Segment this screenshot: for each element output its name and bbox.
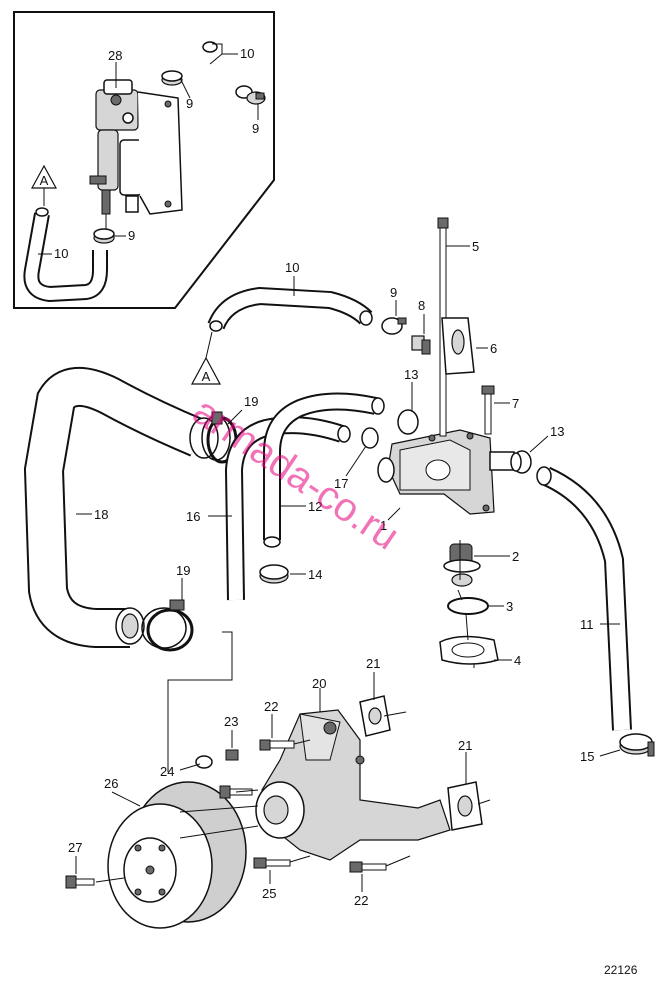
- callout-11: 11: [580, 617, 594, 632]
- inset-callout-10-lower: 10: [54, 246, 68, 261]
- inset-callout-10-upper: 10: [240, 46, 254, 61]
- inset-hose-lower: [23, 207, 108, 303]
- hose-16: [224, 416, 351, 601]
- callout-10: 10: [285, 260, 299, 275]
- bolt-25: [253, 857, 291, 869]
- hose-11: [536, 466, 632, 731]
- callout-19-lower: 19: [176, 563, 190, 578]
- callout-20: 20: [312, 676, 326, 691]
- callout-17: 17: [334, 476, 348, 491]
- callout-23: 23: [224, 714, 238, 729]
- callout-22-lower: 22: [354, 893, 368, 908]
- callout-15: 15: [580, 749, 594, 764]
- inset-pump-assembly: [89, 79, 183, 230]
- callout-21-upper: 21: [366, 656, 380, 671]
- hose-clamp-9: [381, 317, 407, 335]
- inset-callout-9-lower: 9: [128, 228, 135, 243]
- assembly-guide-lines: [95, 540, 491, 883]
- reference-triangle-A: [190, 356, 222, 385]
- callout-labels: 5 6 7 8 9 10 11 12 13 13 14 15 16 17 18 …: [68, 239, 621, 908]
- washer-24: [195, 755, 213, 769]
- callout-22-upper: 22: [264, 699, 278, 714]
- inset-callout-28: 28: [108, 48, 122, 63]
- hose-clamp-15: [619, 733, 655, 757]
- callout-14: 14: [308, 567, 322, 582]
- pulley-26: [107, 781, 247, 929]
- callout-9: 9: [390, 285, 397, 300]
- callout-1: 1: [380, 518, 387, 533]
- callout-12: 12: [308, 499, 322, 514]
- callout-3: 3: [506, 599, 513, 614]
- inset-hose-clamp-right: [246, 91, 266, 105]
- callout-26: 26: [104, 776, 118, 791]
- water-pump-20: [255, 709, 451, 861]
- gasket-4: [439, 635, 499, 665]
- callout-13-left: 13: [404, 367, 418, 382]
- callout-25: 25: [262, 886, 276, 901]
- callout-7: 7: [512, 396, 519, 411]
- hose-10: [207, 286, 373, 332]
- inset-callout-9-right: 9: [252, 121, 259, 136]
- inset-callout-A: A: [40, 173, 49, 188]
- stud-22-lower: [349, 861, 387, 873]
- hose-clamp-19-lower: [141, 599, 194, 652]
- fitting-8: [411, 335, 431, 355]
- inset-callout-9-upper: 9: [186, 96, 193, 111]
- callout-24: 24: [160, 764, 174, 779]
- callout-A: A: [202, 369, 211, 384]
- thermostat-housing: [377, 429, 522, 515]
- callout-18: 18: [94, 507, 108, 522]
- callout-21-lower: 21: [458, 738, 472, 753]
- callout-27: 27: [68, 840, 82, 855]
- hose-clamp-14: [259, 564, 289, 584]
- callout-8: 8: [418, 298, 425, 313]
- callout-6: 6: [490, 341, 497, 356]
- callout-4: 4: [514, 653, 521, 668]
- figure-number: 22126: [604, 963, 638, 977]
- callout-5: 5: [472, 239, 479, 254]
- nut-23: [225, 749, 239, 761]
- hose-18: [23, 366, 219, 648]
- callout-2: 2: [512, 549, 519, 564]
- o-ring-3: [447, 597, 489, 615]
- hose-12: [263, 392, 385, 548]
- bolt-27: [65, 875, 95, 889]
- callout-16: 16: [186, 509, 200, 524]
- inset-detail: A 28 10 9 9 9 10: [13, 11, 275, 309]
- hose-clamp-17: [361, 427, 379, 449]
- bolt-7: [481, 385, 495, 435]
- bolt-22-upper: [259, 739, 295, 751]
- callout-19-upper: 19: [244, 394, 258, 409]
- thermostat-2: [443, 543, 481, 587]
- callout-13-right: 13: [550, 424, 564, 439]
- hose-clamp-13-left: [397, 409, 419, 435]
